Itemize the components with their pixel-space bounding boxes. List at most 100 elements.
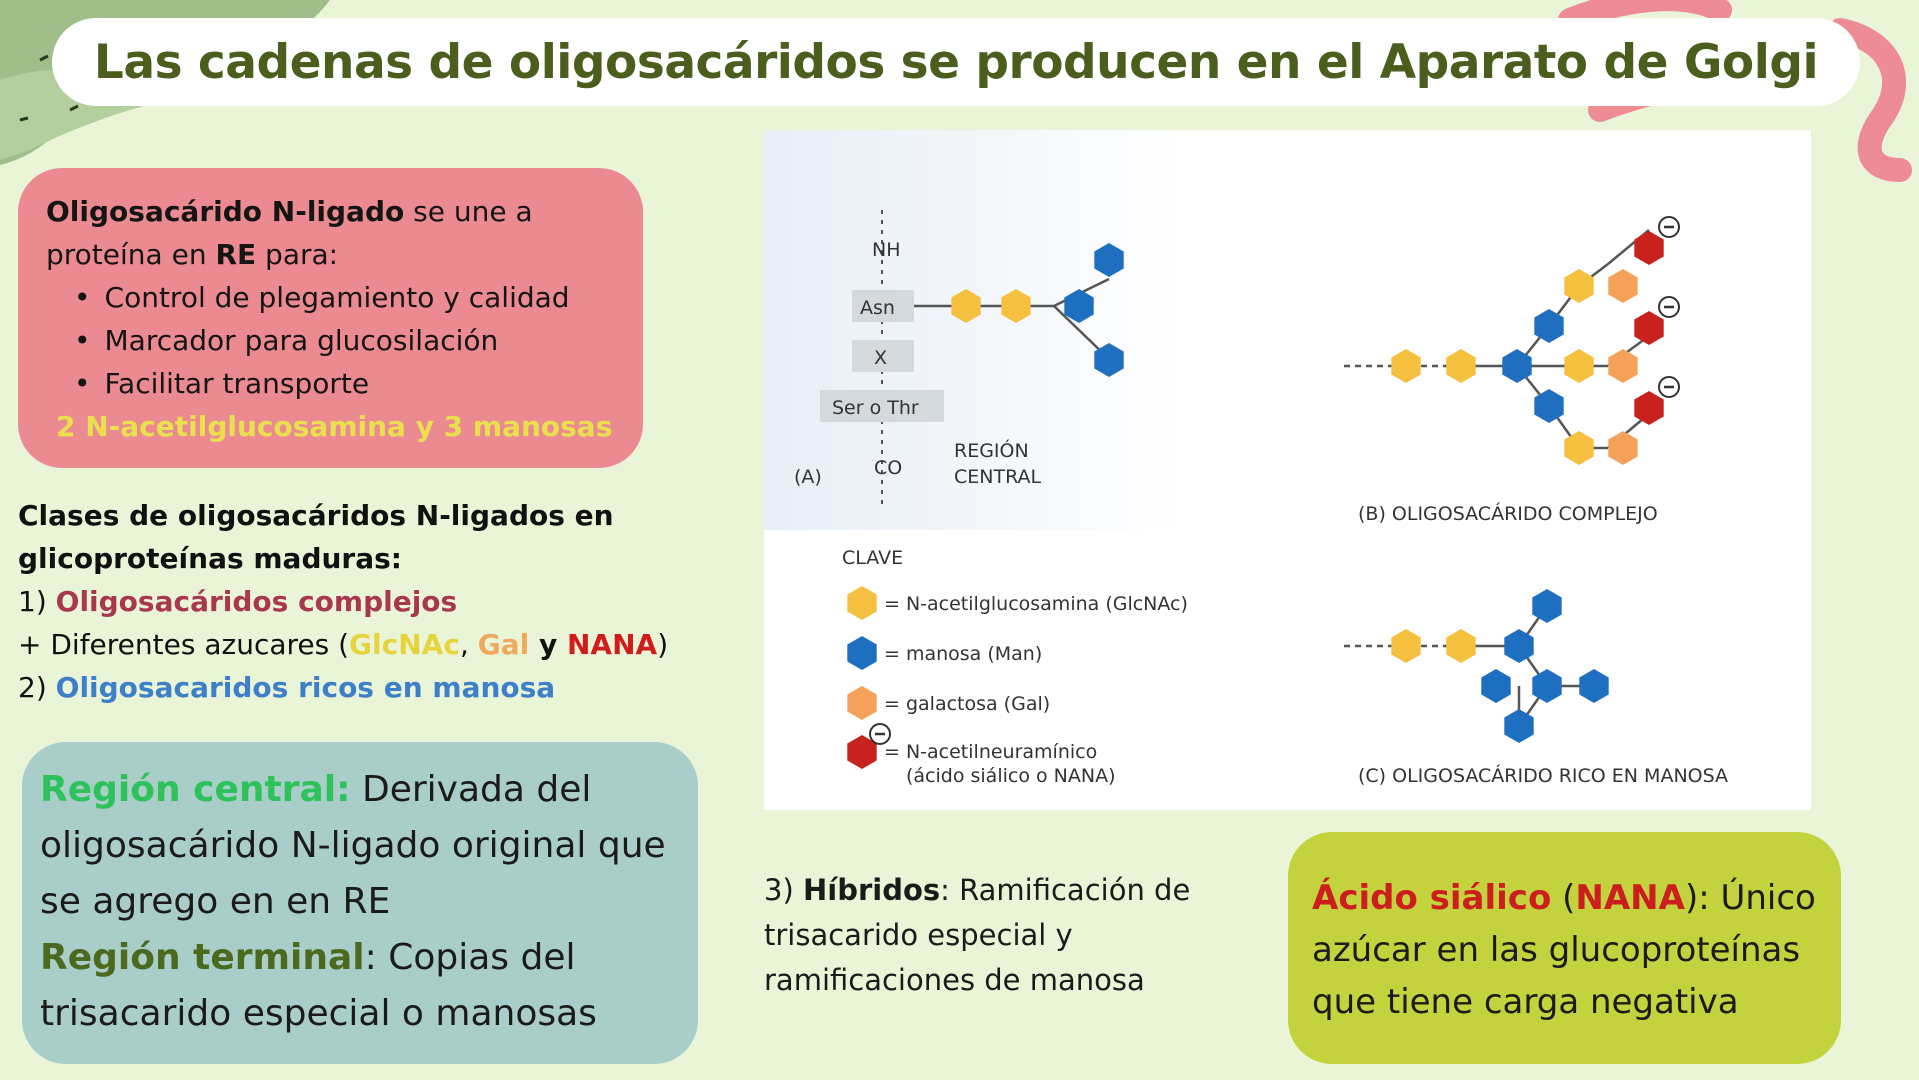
sialic-acid-box: Ácido siálico (NANA): Único azúcar en la… <box>1288 832 1841 1064</box>
key-nana-icon <box>847 735 877 769</box>
key-glcnac-label: = N-acetilglucosamina (GlcNAc) <box>884 593 1188 615</box>
n-linked-intro: Oligosacárido N-ligado se une a <box>46 190 615 233</box>
n-linked-intro-2: proteína en RE para: <box>46 233 615 276</box>
nana-residue <box>1634 231 1664 265</box>
panel-a-label: (A) <box>794 466 822 488</box>
sugars-prefix: + Diferentes azucares ( <box>18 628 350 661</box>
n-linked-term: Oligosacárido N-ligado <box>46 195 405 228</box>
class-mannose-label: Oligosacaridos ricos en manosa <box>55 671 556 704</box>
nh-label: NH <box>872 239 901 261</box>
mannose-residue <box>1481 669 1511 703</box>
mannose-residue <box>1534 389 1564 423</box>
glcnac-residue <box>1446 629 1476 663</box>
glcnac-residue <box>1564 431 1594 465</box>
mannose-residue <box>1094 343 1124 377</box>
key-galactose-label: = galactosa (Gal) <box>884 693 1050 715</box>
classes-heading-1: Clases de oligosacáridos N-ligados en <box>18 499 614 532</box>
nana-residue <box>1634 311 1664 345</box>
galactose-residue <box>1608 349 1638 383</box>
class-number-2: 2) <box>18 671 56 704</box>
classes-heading-2: glicoproteínas maduras: <box>18 542 402 575</box>
x-label: X <box>874 347 887 369</box>
caption-high-mannose: (C) OLIGOSACÁRIDO RICO EN MANOSA <box>1358 764 1728 787</box>
n-linked-text3: para: <box>256 238 339 271</box>
mannose-residue <box>1064 289 1094 323</box>
ser-thr-label: Ser o Thr <box>832 397 919 419</box>
oligosaccharide-diagram: NH Asn X Ser o Thr CO (A) REGIÓN CENTRAL… <box>764 130 1728 787</box>
glcnac-residue <box>1391 629 1421 663</box>
class-item-complex: 1) Oligosacáridos complejos <box>18 580 718 623</box>
mannose-residue <box>1534 309 1564 343</box>
mannose-residue <box>1504 629 1534 663</box>
glcnac-residue <box>951 289 981 323</box>
class-complex-label: Oligosacáridos complejos <box>55 585 458 618</box>
sialic-paren-open: ( <box>1551 878 1576 918</box>
key-nana-label-1: = N-acetilneuramínico <box>884 741 1097 763</box>
x-box <box>852 340 914 372</box>
glcnac-residue <box>1446 349 1476 383</box>
terminal-region-label: Región terminal <box>40 937 365 978</box>
sialic-description: : Único azúcar en las glucoproteínas que… <box>1312 878 1816 1022</box>
galactose-residue <box>1608 269 1638 303</box>
galactose-residue <box>1608 431 1638 465</box>
nana-residue <box>1634 391 1664 425</box>
class-number-1: 1) <box>18 585 56 618</box>
re-term: RE <box>215 238 257 271</box>
key-glcnac-icon <box>847 586 877 620</box>
mannose-residue <box>1504 709 1534 743</box>
list-item: Control de plegamiento y calidad <box>74 276 615 319</box>
negative-charge-icon <box>1658 376 1680 398</box>
key-legend: CLAVE = N-acetilglucosamina (GlcNAc) = m… <box>842 547 1188 787</box>
sialic-acid-label: Ácido siálico <box>1312 878 1552 918</box>
glcnac-residue <box>1564 349 1594 383</box>
sugar-gal: Gal <box>477 628 530 661</box>
oligosaccharide-figure: NH Asn X Ser o Thr CO (A) REGIÓN CENTRAL… <box>764 130 1811 810</box>
sugar-residues <box>847 231 1664 769</box>
co-label: CO <box>874 457 902 479</box>
sugar-comma: , <box>459 628 478 661</box>
sugar-y: y <box>529 628 567 661</box>
page-title: Las cadenas de oligosacáridos se produce… <box>93 34 1819 90</box>
key-title: CLAVE <box>842 547 903 569</box>
sugars-line: + Diferentes azucares (GlcNAc, Gal y NAN… <box>18 623 718 666</box>
glcnac-residue <box>1391 349 1421 383</box>
title-bar: Las cadenas de oligosacáridos se produce… <box>52 18 1860 106</box>
central-region-text: Derivada del oligosacárido N-ligado orig… <box>40 769 666 922</box>
negative-charge-icon <box>1658 216 1680 238</box>
negative-charge-markers <box>869 216 1680 745</box>
key-mannose-label: = manosa (Man) <box>884 643 1042 665</box>
composition-highlight: 2 N-acetilglucosamina y 3 manosas <box>56 410 613 443</box>
central-region-label: Región central: <box>40 769 351 810</box>
sugar-glcnac: GlcNAc <box>349 628 460 661</box>
function-list: Control de plegamiento y calidad Marcado… <box>46 276 615 405</box>
sialic-nana-label: NANA <box>1575 878 1685 918</box>
key-mannose-icon <box>847 636 877 670</box>
central-region-line2: CENTRAL <box>954 466 1042 488</box>
n-linked-info-box: Oligosacárido N-ligado se une a proteína… <box>18 168 643 468</box>
mannose-residue <box>1532 589 1562 623</box>
sialic-paren-close: ) <box>1684 878 1699 918</box>
panel-a: NH Asn X Ser o Thr CO (A) REGIÓN CENTRAL <box>794 210 1042 510</box>
panel-a-background <box>764 130 1184 530</box>
mannose-residue <box>1532 669 1562 703</box>
terminal-region-text: : Copias del trisacarido especial o mano… <box>40 937 597 1034</box>
list-item: Marcador para glucosilación <box>74 319 615 362</box>
hybrids-label: Híbridos <box>802 873 941 907</box>
mannose-residue <box>1579 669 1609 703</box>
hybrids-number: 3) <box>764 873 803 907</box>
regions-info-box: Región central: Derivada del oligosacári… <box>22 742 698 1064</box>
mannose-residue <box>1094 243 1124 277</box>
caption-complex: (B) OLIGOSACÁRIDO COMPLEJO <box>1358 502 1658 525</box>
class-item-mannose: 2) Oligosacaridos ricos en manosa <box>18 666 718 709</box>
key-galactose-icon <box>847 686 877 720</box>
key-nana-label-2: (ácido siálico o NANA) <box>906 765 1116 787</box>
asn-label: Asn <box>860 297 895 319</box>
sugar-nana: NANA <box>566 628 658 661</box>
sugars-close: ) <box>657 628 669 661</box>
list-item: Facilitar transporte <box>74 362 615 405</box>
n-linked-text2: proteína en <box>46 238 216 271</box>
n-linked-text1: se une a <box>404 195 533 228</box>
classes-section: Clases de oligosacáridos N-ligados en gl… <box>18 494 718 709</box>
mannose-residue <box>1502 349 1532 383</box>
hybrids-description: : Ramificación de trisacarido especial y… <box>764 873 1191 997</box>
